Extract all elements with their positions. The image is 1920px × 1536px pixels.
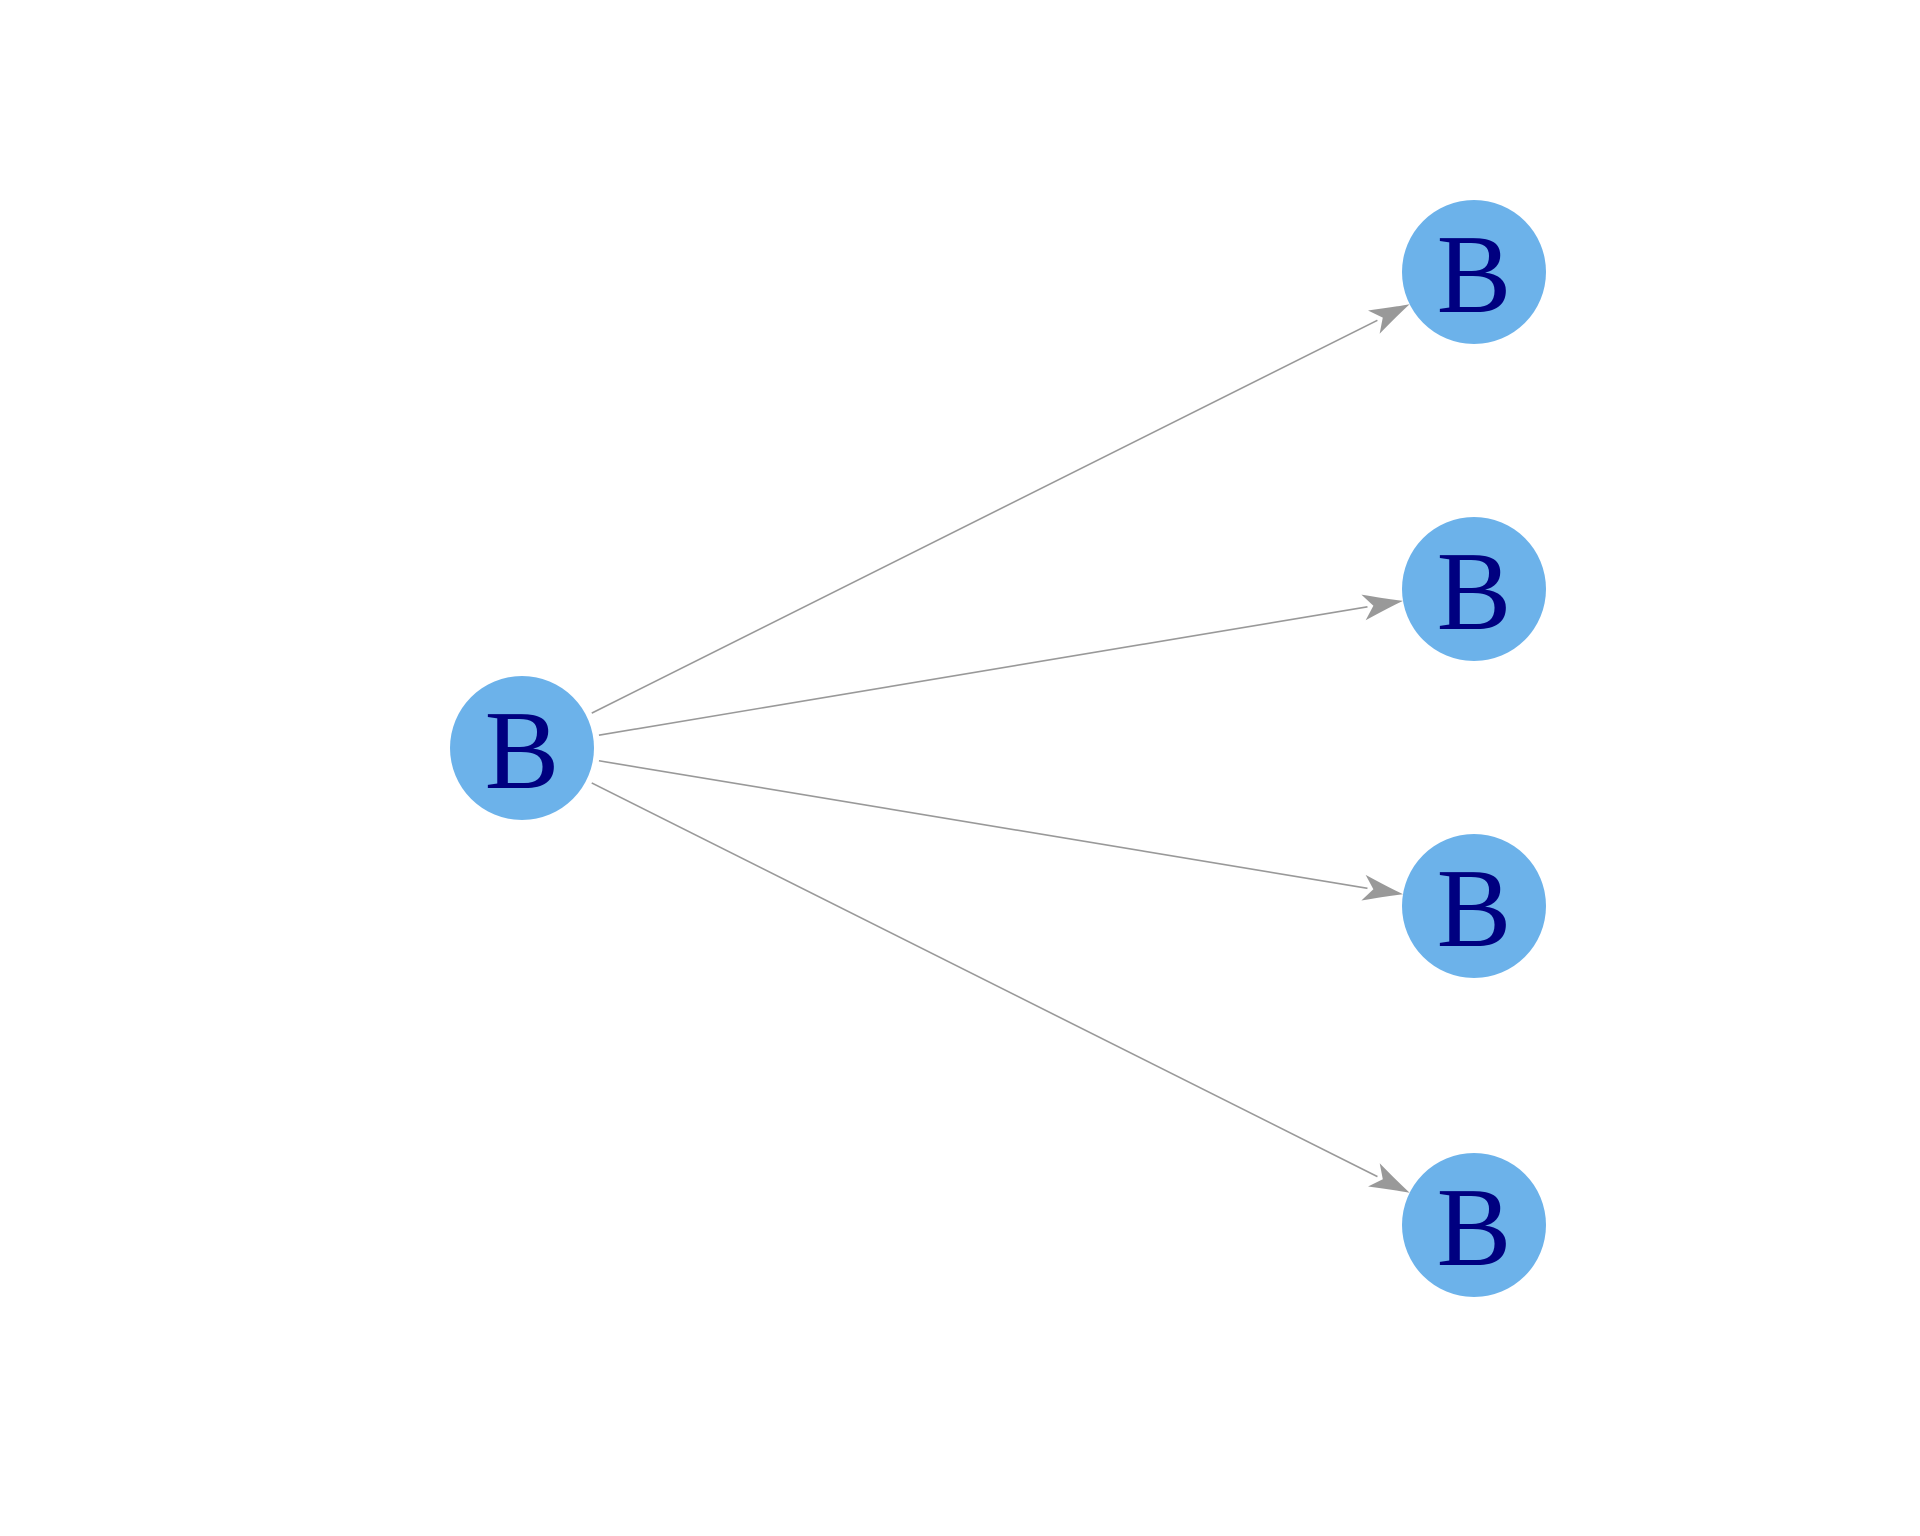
edge-line-3 [591, 782, 1378, 1178]
edge-arrowhead-2 [1361, 874, 1403, 901]
nodes-layer: B B B B B [450, 200, 1546, 1297]
node-circle [1402, 1153, 1546, 1297]
edge-arrowhead-3 [1368, 1163, 1410, 1193]
edges-layer [591, 304, 1410, 1193]
node-label: B [1437, 213, 1512, 337]
node-circle [1402, 200, 1546, 344]
node-circle [1402, 834, 1546, 978]
node-circle [1402, 517, 1546, 661]
edge-line-1 [598, 606, 1368, 736]
graph-node-4[interactable]: B [1402, 1153, 1546, 1297]
node-circle [450, 676, 594, 820]
node-label: B [1437, 1166, 1512, 1290]
graph-node-1[interactable]: B [1402, 200, 1546, 344]
graph-node-2[interactable]: B [1402, 517, 1546, 661]
edge-arrowhead-1 [1361, 594, 1403, 621]
node-label: B [485, 689, 560, 813]
edge-arrowhead-0 [1368, 304, 1410, 334]
edge-line-0 [591, 319, 1378, 714]
node-label: B [1437, 847, 1512, 971]
graph-node-0[interactable]: B [450, 676, 594, 820]
graph-node-3[interactable]: B [1402, 834, 1546, 978]
node-label: B [1437, 530, 1512, 654]
edge-line-2 [598, 759, 1368, 890]
